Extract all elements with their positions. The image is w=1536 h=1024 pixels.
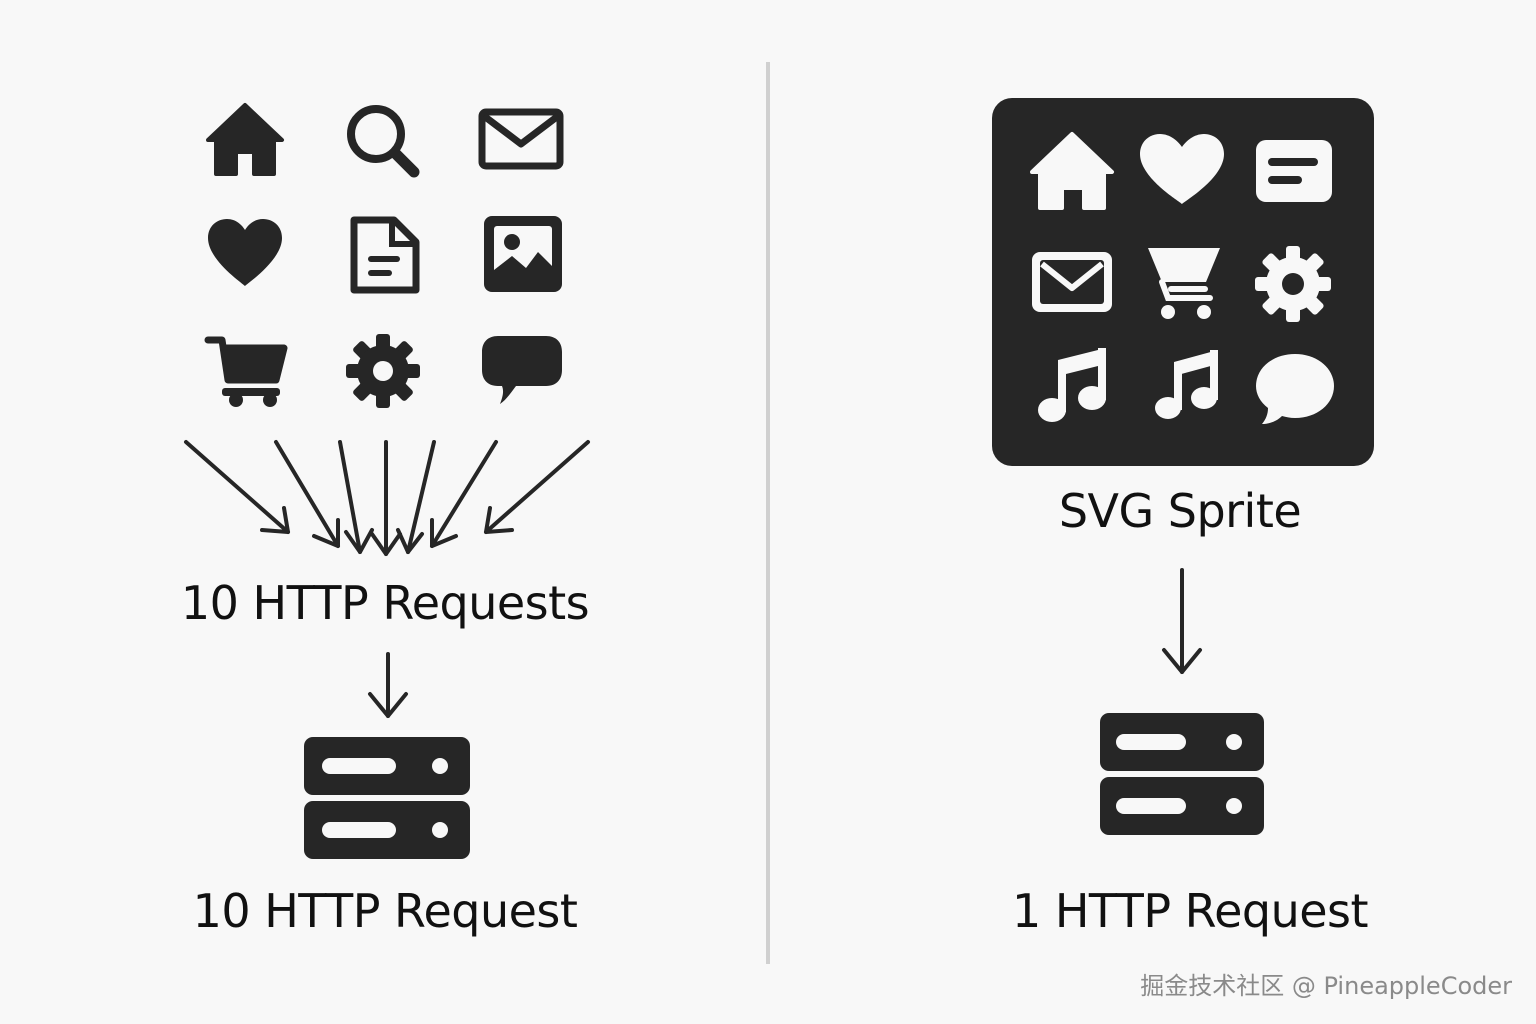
left-server-label: 10 HTTP Request <box>192 884 578 938</box>
cart-icon <box>1148 248 1220 319</box>
gear-icon <box>1255 246 1331 322</box>
image-icon <box>484 216 562 292</box>
cart-icon <box>204 336 288 407</box>
server-icon <box>1100 713 1264 835</box>
heart-icon <box>208 219 282 286</box>
request-arrow <box>184 440 290 534</box>
search-icon <box>347 105 420 178</box>
request-arrow <box>430 440 498 548</box>
requests-label: 10 HTTP Requests <box>180 576 590 630</box>
mail-icon <box>478 108 564 170</box>
music-note-icon <box>1038 348 1106 422</box>
server-icon <box>304 737 470 859</box>
request-arrow <box>338 440 362 554</box>
right-server-label: 1 HTTP Request <box>1011 884 1369 938</box>
mail-icon <box>1032 252 1112 312</box>
panel-divider <box>766 62 770 964</box>
down-arrow <box>1162 568 1202 674</box>
request-arrow <box>274 440 340 548</box>
watermark: 掘金技术社区 @ PineappleCoder <box>1140 972 1512 1000</box>
request-arrow <box>484 440 590 534</box>
svg-sprite-label: SVG Sprite <box>1058 484 1302 538</box>
request-arrow <box>406 440 436 554</box>
svg-sprite-sheet <box>992 98 1374 466</box>
heart-icon <box>1140 134 1224 204</box>
music-note-icon <box>1155 350 1218 419</box>
home-icon <box>1030 132 1114 210</box>
down-arrow <box>368 652 408 718</box>
chat-bubble-icon <box>1256 354 1334 424</box>
document-icon <box>350 216 420 294</box>
card-icon <box>1256 140 1332 202</box>
gear-icon <box>346 334 420 408</box>
chat-bubble-icon <box>482 336 562 404</box>
home-icon <box>206 103 284 176</box>
